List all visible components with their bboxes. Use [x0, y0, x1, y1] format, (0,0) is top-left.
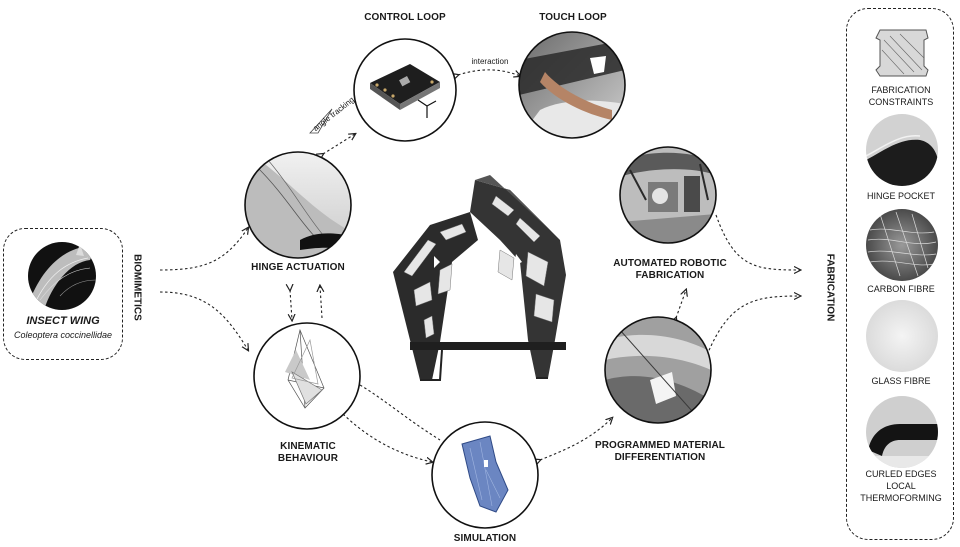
arrow-robotic-fabrication: [715, 214, 800, 270]
programmed-material-image: [604, 316, 712, 424]
control-loop-image: [353, 38, 457, 142]
arrow-programmed-fabrication: [706, 296, 800, 356]
arrow-hinge-kinematic: [290, 290, 292, 320]
insect-wing-subtitle: Coleoptera coccinellidae: [13, 330, 113, 340]
simulation-label: SIMULATION: [453, 533, 517, 544]
curled-edges-label-3: THERMOFORMING: [860, 493, 942, 503]
fabrication-label: FABRICATION: [824, 253, 836, 322]
line-kinematic-simulation: [359, 384, 441, 441]
fabrication-materials-box: [846, 8, 954, 540]
fabrication-constraints-label-2: CONSTRAINTS: [868, 97, 934, 107]
arrow-hinge-control: [323, 134, 355, 154]
carbon-fibre-image: [866, 209, 938, 281]
hinge-actuation-image: [244, 151, 352, 259]
interaction-label: interaction: [471, 57, 509, 66]
glass-fibre-image: [866, 300, 938, 372]
curled-edges-label-1: CURLED EDGES: [865, 469, 937, 479]
connector-arrows: [159, 69, 800, 462]
arrow-kinematic-up: [320, 286, 322, 319]
fabrication-constraints-label-1: FABRICATION: [871, 85, 931, 95]
insect-wing-title: INSECT WING: [26, 315, 100, 327]
insect-wing-box: [3, 228, 123, 360]
pavilion-model: [393, 175, 566, 381]
curled-edges-image: [866, 396, 938, 468]
robotic-fabrication-label-1: AUTOMATED ROBOTIC: [613, 258, 727, 269]
fabrication-constraints-image: [866, 14, 938, 86]
arrow-to-hinge: [159, 228, 248, 271]
arrow-to-kinematic: [159, 291, 248, 350]
touch-loop-image: [518, 31, 626, 139]
touch-loop-label: TOUCH LOOP: [539, 12, 607, 23]
control-loop-label: CONTROL LOOP: [364, 12, 446, 23]
carbon-fibre-label: CARBON FIBRE: [867, 284, 935, 294]
kinematic-behaviour-label-1: KINEMATIC: [280, 441, 336, 452]
programmed-material-label-1: PROGRAMMED MATERIAL: [594, 440, 726, 451]
curled-edges-label-2: LOCAL: [886, 481, 916, 491]
hinge-actuation-label: HINGE ACTUATION: [251, 262, 345, 273]
hinge-pocket-label: HINGE POCKET: [866, 191, 935, 201]
hinge-pocket-image: [866, 114, 938, 186]
arrow-kinematic-simulation: [343, 414, 432, 462]
insect-wing-image: [28, 242, 96, 310]
programmed-material-label-2: DIFFERENTIATION: [614, 452, 706, 463]
kinematic-behaviour-label-2: BEHAVIOUR: [277, 453, 339, 464]
arrow-programmed-robotic: [676, 290, 686, 318]
arrow-simulation-programmed: [540, 418, 612, 460]
arrow-control-touch: [458, 69, 520, 76]
angle-tracking-icon: [309, 108, 333, 134]
kinematic-behaviour-image: [253, 322, 361, 430]
glass-fibre-label: GLASS FIBRE: [871, 376, 931, 386]
robotic-fabrication-image: [619, 146, 717, 244]
robotic-fabrication-label-2: FABRICATION: [635, 270, 705, 281]
simulation-image: [431, 421, 539, 529]
biomimetics-label: BIOMIMETICS: [131, 254, 143, 321]
